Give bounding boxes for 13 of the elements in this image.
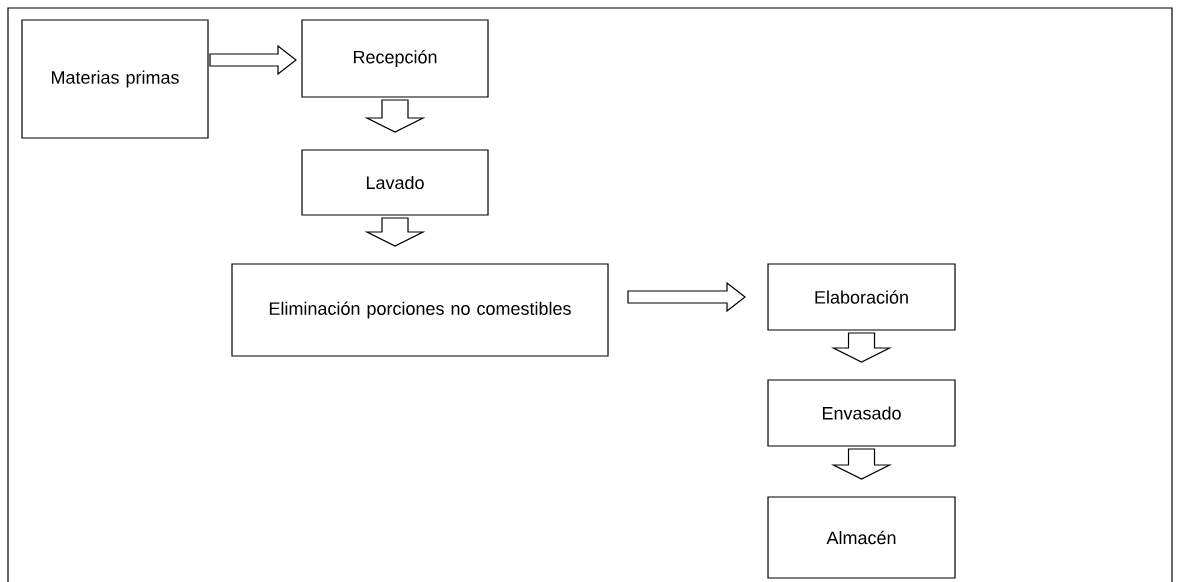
block-arrow	[364, 99, 426, 133]
block-arrow	[830, 448, 893, 480]
process-box: Eliminación porciones no comestibles	[231, 263, 609, 357]
process-box: Envasado	[767, 379, 956, 447]
block-arrow	[830, 332, 893, 363]
block-arrow	[209, 44, 297, 76]
process-box: Lavado	[301, 149, 489, 216]
block-arrow	[627, 281, 746, 313]
process-box: Recepción	[301, 19, 489, 98]
process-box: Elaboración	[767, 263, 956, 331]
block-arrow	[364, 217, 426, 247]
process-box: Almacén	[767, 496, 956, 579]
process-box: Materias primas	[21, 19, 209, 139]
